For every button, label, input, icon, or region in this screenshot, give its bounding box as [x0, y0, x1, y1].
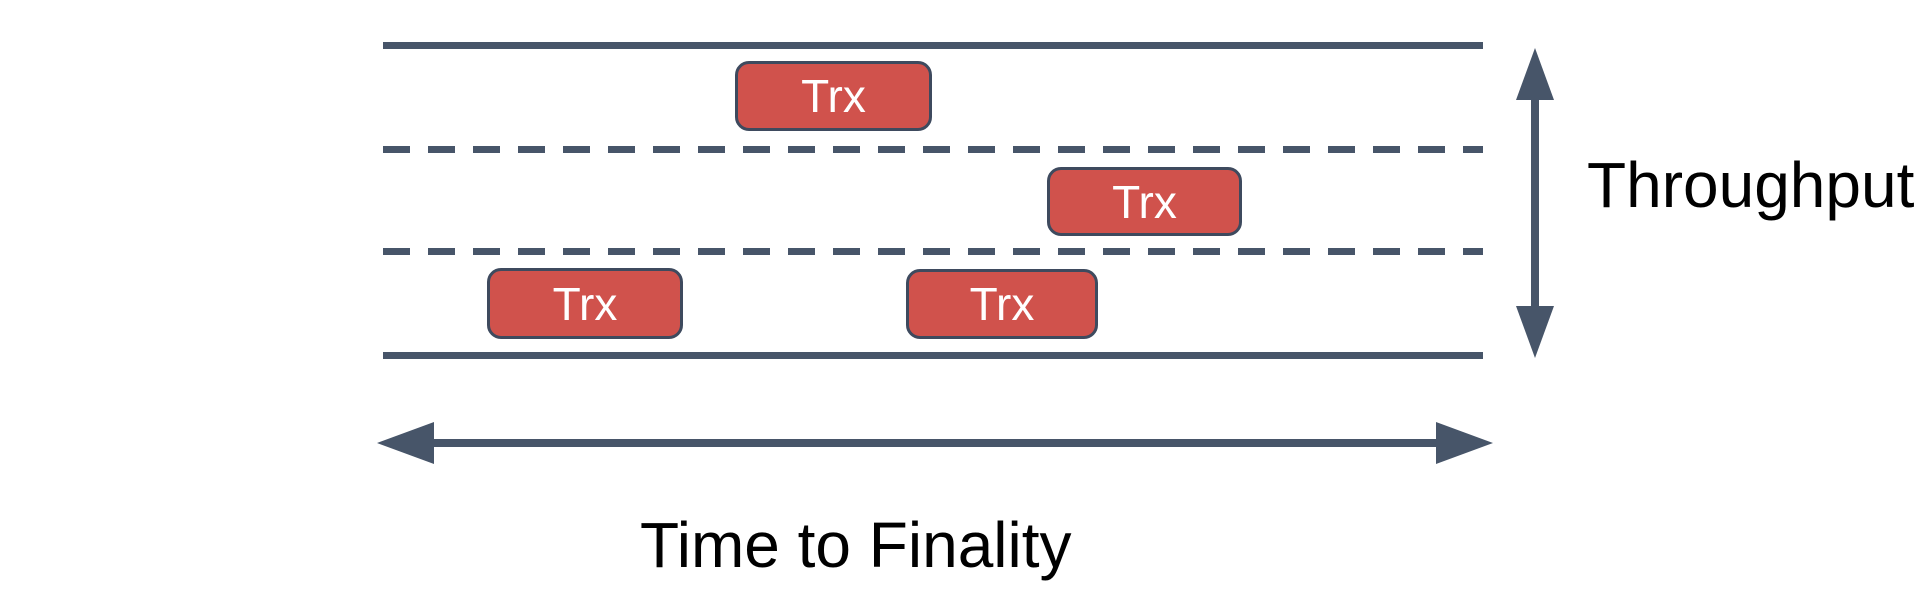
trx-box-label: Trx	[552, 277, 618, 330]
trx-box-label: Trx	[1112, 175, 1177, 228]
lane-divider-dashed-line-2	[383, 248, 1483, 255]
trx-box-top-lane: Trx	[735, 61, 932, 131]
lane-divider-dashed-line-1	[383, 146, 1483, 153]
road-top-edge-line	[383, 42, 1483, 49]
throughput-double-arrow-icon	[1516, 48, 1554, 358]
trx-box-middle-lane: Trx	[1047, 167, 1242, 236]
throughput-label: Throughput	[1587, 149, 1915, 221]
trx-box-label: Trx	[969, 278, 1035, 330]
trx-box-bottom-lane-right: Trx	[906, 269, 1098, 339]
time-to-finality-label: Time to Finality	[640, 509, 1072, 581]
trx-box-label: Trx	[801, 70, 866, 122]
road-bottom-edge-line	[383, 352, 1483, 359]
time-axis-double-arrow-icon	[377, 422, 1493, 464]
trx-box-bottom-lane-left: Trx	[487, 268, 683, 339]
